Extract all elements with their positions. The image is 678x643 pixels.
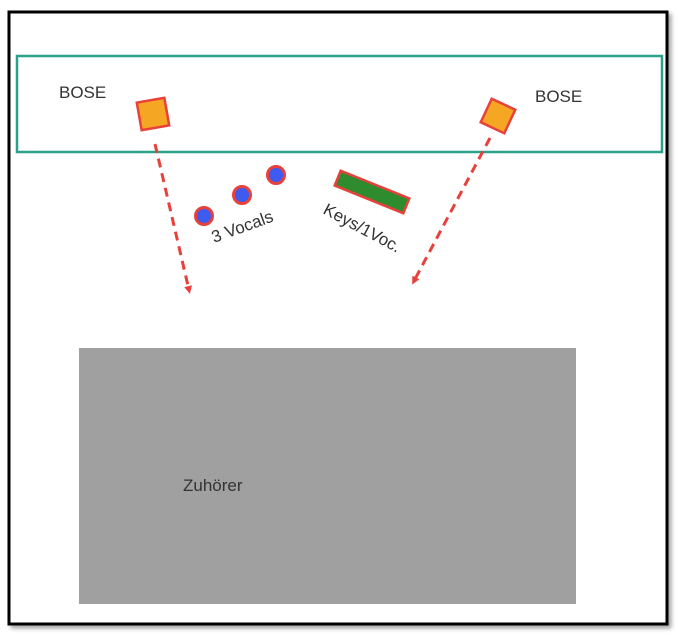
speaker-right-label: BOSE [535, 87, 582, 106]
speaker-right-icon [479, 97, 517, 135]
sound-direction-arrow-left [153, 143, 192, 294]
speaker-left-icon [135, 96, 171, 132]
sound-direction-arrow-right [412, 137, 492, 285]
vocal-position-1-icon [194, 206, 214, 226]
audience-area [79, 348, 576, 604]
vocal-position-3-icon [266, 165, 286, 185]
speaker-left-label: BOSE [59, 83, 106, 102]
keys-position-icon [333, 169, 411, 215]
vocal-position-2-icon [232, 185, 252, 205]
audience-label: Zuhörer [183, 476, 243, 495]
stage-area [15, 54, 664, 154]
